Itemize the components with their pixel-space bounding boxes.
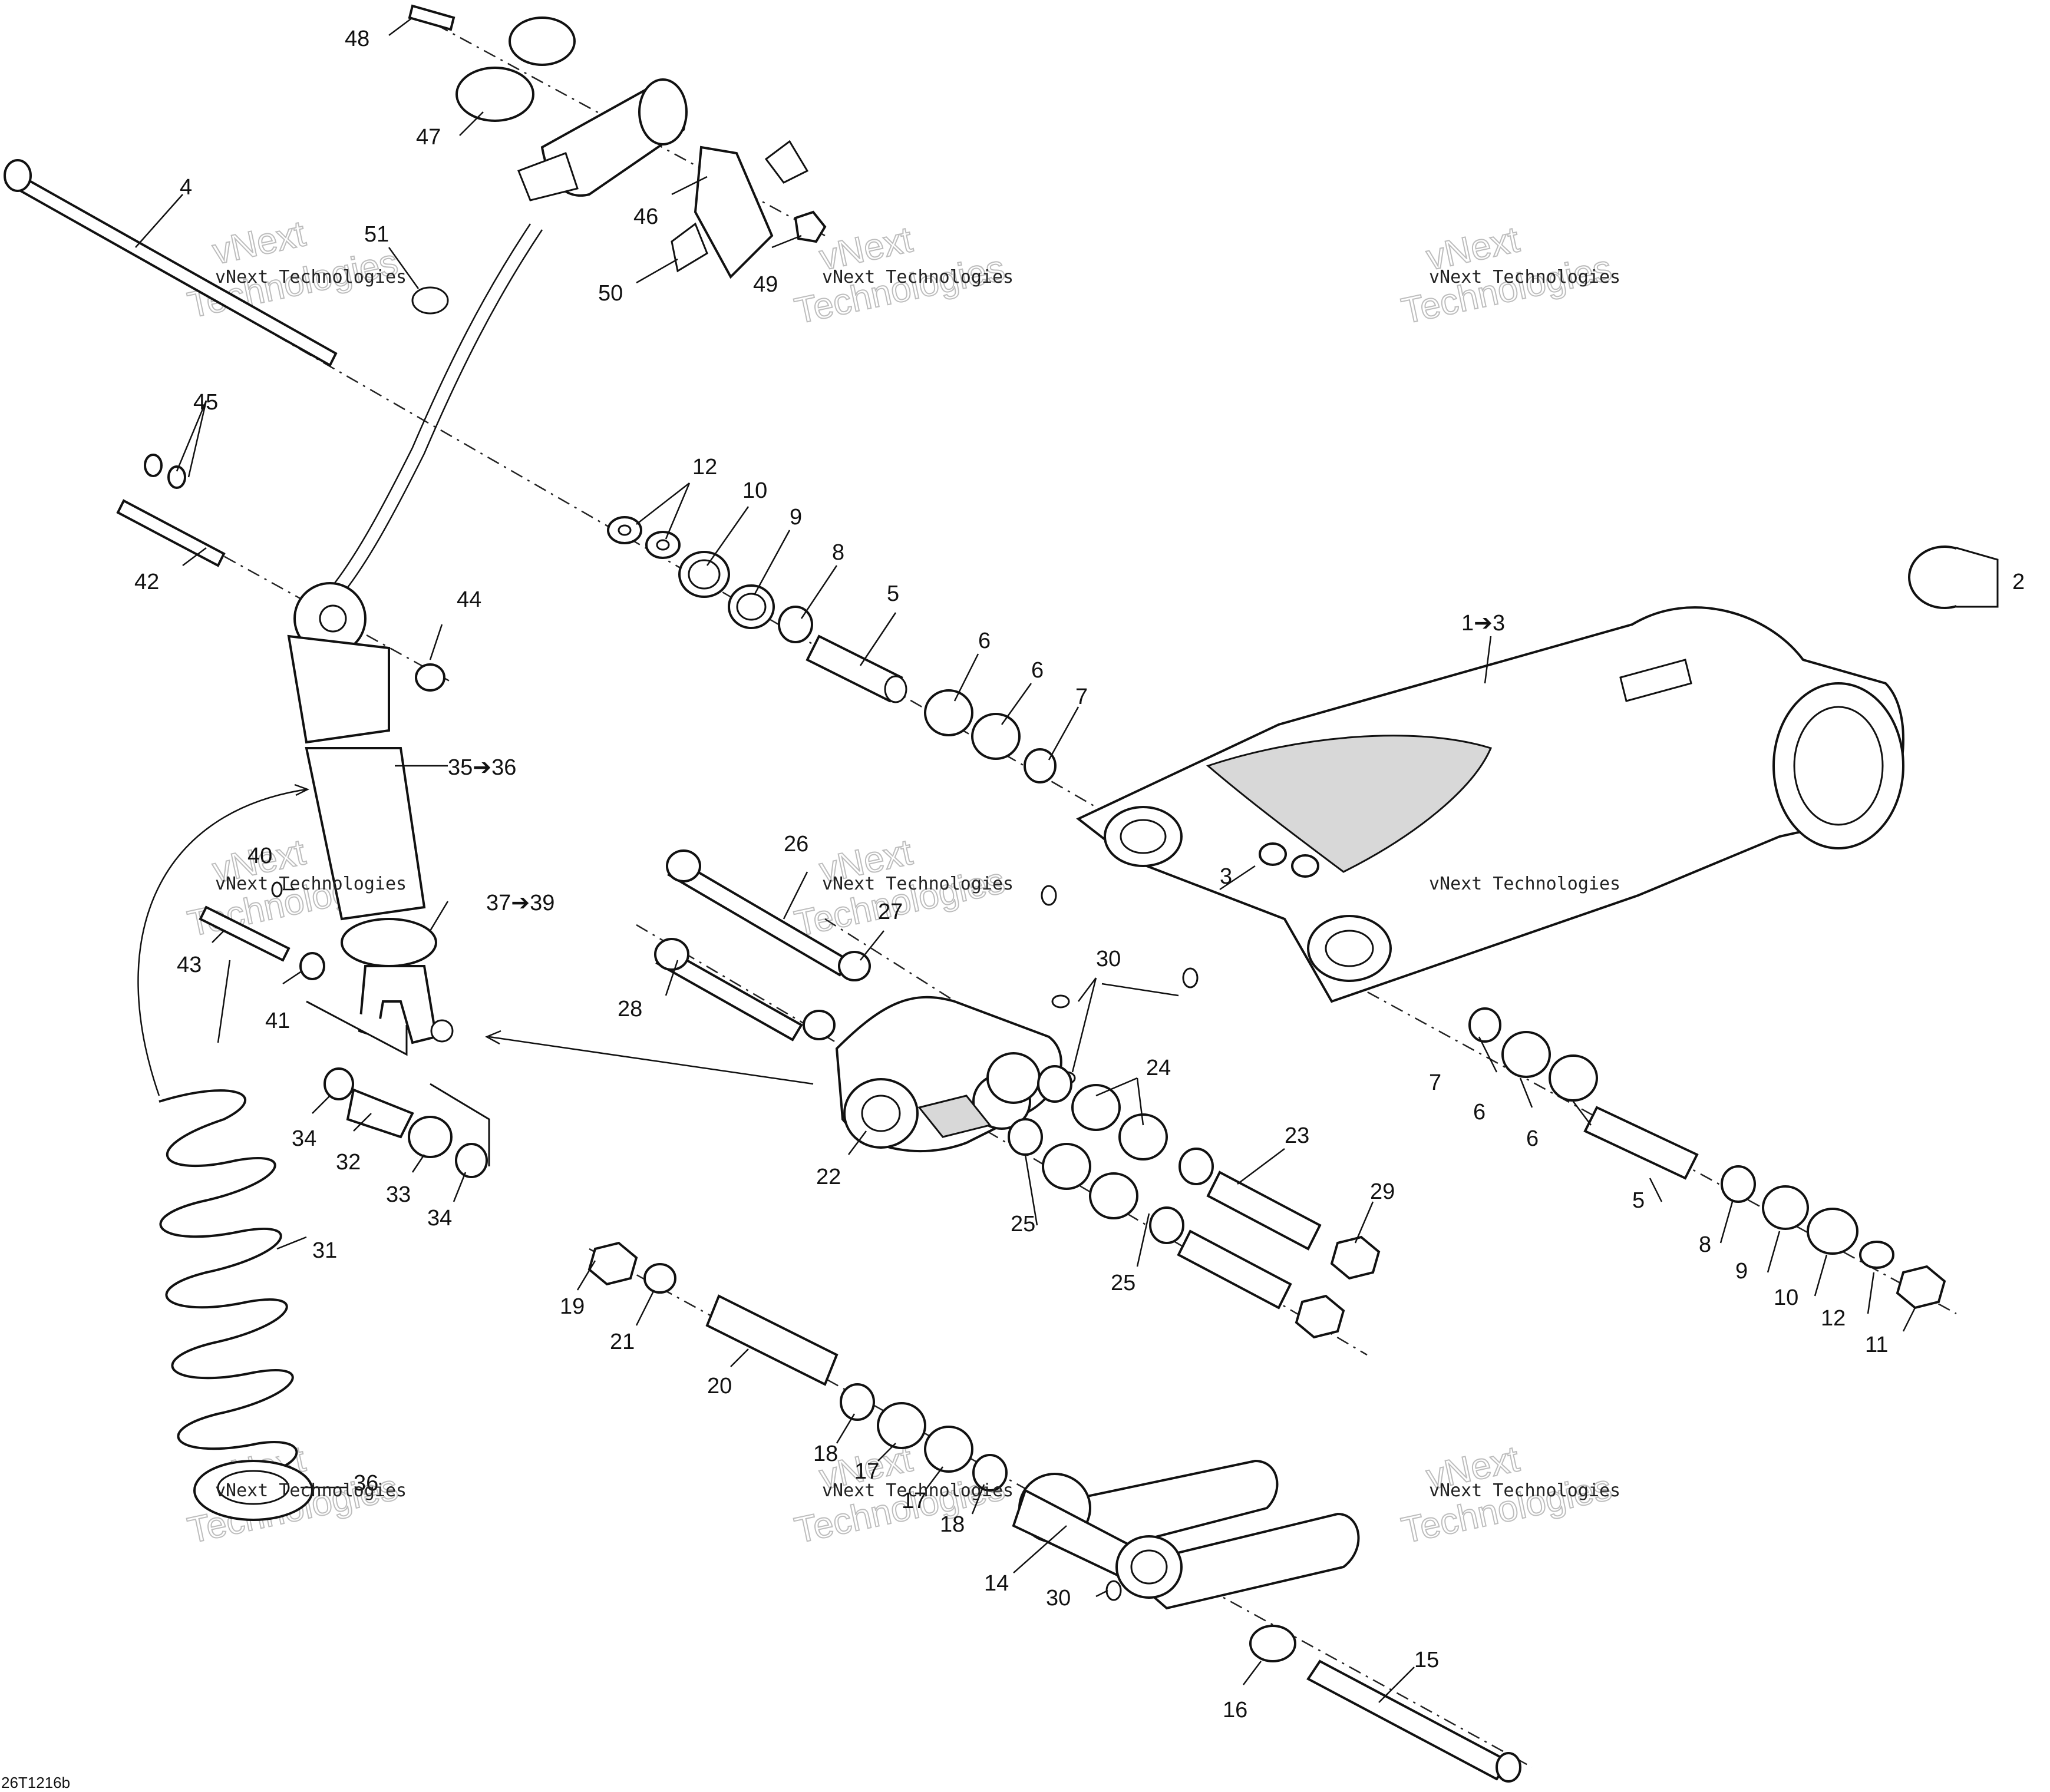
callout-17-a: 17 — [854, 1459, 879, 1484]
callout-30-lower: 30 — [1046, 1586, 1071, 1611]
watermark-small-7: vNext Technologies — [215, 1480, 407, 1501]
top-mount-parts — [408, 4, 827, 315]
callout-50: 50 — [598, 281, 623, 306]
callout-22: 22 — [816, 1165, 841, 1189]
callout-44: 44 — [457, 587, 481, 612]
callout-4: 4 — [180, 175, 192, 200]
callout-6-upper-b: 6 — [1031, 658, 1044, 683]
linkage-bearings — [1008, 1065, 1381, 1339]
callout-7-lower: 7 — [1429, 1070, 1441, 1095]
watermark-small-3: vNext Technologies — [1429, 267, 1620, 287]
watermark-small-5: vNext Technologies — [822, 874, 1014, 894]
callout-16: 16 — [1223, 1698, 1247, 1722]
callout-7-upper: 7 — [1075, 685, 1088, 709]
callout-31: 31 — [312, 1238, 337, 1263]
callout-2: 2 — [2012, 570, 2025, 594]
part-2-plug — [1908, 545, 1999, 609]
callout-20: 20 — [707, 1374, 732, 1398]
watermark-small-6: vNext Technologies — [1429, 874, 1620, 894]
callout-23: 23 — [1285, 1123, 1309, 1148]
callout-labels: 1➔3 2 3 4 5 5 6 6 6 6 7 7 8 8 9 9 10 10 … — [134, 27, 2025, 1722]
upper-pivot-hardware — [4, 159, 1057, 783]
callout-9-lower: 9 — [1735, 1259, 1748, 1284]
shock-mount-hardware — [116, 454, 445, 980]
callout-6-lower-a: 6 — [1473, 1100, 1485, 1125]
callout-36: 36 — [354, 1471, 378, 1496]
callout-14: 14 — [984, 1571, 1009, 1596]
lower-link-hardware — [587, 1241, 1521, 1783]
callout-10-lower: 10 — [1774, 1285, 1798, 1310]
callout-24: 24 — [1146, 1056, 1171, 1080]
callout-18-b: 18 — [940, 1512, 965, 1537]
callout-1-3: 1➔3 — [1461, 611, 1505, 636]
callout-45: 45 — [193, 390, 218, 415]
linkage-rocker — [835, 996, 1062, 1153]
callout-27: 27 — [878, 900, 903, 924]
spring-assembly-arrow — [137, 788, 307, 1096]
callout-49: 49 — [753, 272, 778, 297]
watermark-small-1: vNext Technologies — [215, 267, 407, 287]
callout-3: 3 — [1220, 864, 1232, 889]
callout-46: 46 — [633, 204, 658, 229]
callout-28: 28 — [618, 997, 642, 1021]
watermark-small-2: vNext Technologies — [822, 267, 1014, 287]
callout-12-upper: 12 — [692, 455, 717, 480]
right-pivot-hardware — [1468, 1007, 1946, 1310]
callout-42: 42 — [134, 570, 159, 594]
callout-48: 48 — [345, 27, 369, 51]
shock-spring — [159, 1089, 313, 1521]
linkage-direction-arrow — [488, 1036, 814, 1085]
callout-32: 32 — [336, 1150, 361, 1175]
callout-34-a: 34 — [292, 1126, 316, 1151]
callout-6-upper-a: 6 — [978, 629, 991, 653]
callout-25-b: 25 — [1111, 1271, 1135, 1295]
watermark-small-8: vNext Technologies — [822, 1480, 1014, 1501]
callout-35-36: 35➔36 — [448, 755, 516, 780]
callout-9-upper: 9 — [790, 505, 802, 530]
callout-26: 26 — [784, 832, 808, 857]
lower-link — [1012, 1459, 1360, 1610]
callout-41: 41 — [265, 1009, 290, 1033]
callout-17-b: 17 — [902, 1489, 926, 1513]
part-3-bumpers — [1259, 842, 1319, 878]
callout-34-b: 34 — [427, 1206, 452, 1231]
callout-leader-lines — [135, 17, 1916, 1703]
callout-10-upper: 10 — [742, 478, 767, 503]
callout-40: 40 — [247, 844, 272, 868]
callout-11: 11 — [1865, 1333, 1888, 1357]
callout-25-a: 25 — [1011, 1212, 1035, 1236]
callout-37-39: 37➔39 — [486, 891, 554, 915]
callout-8-lower: 8 — [1699, 1232, 1711, 1257]
swing-arm — [1076, 606, 1904, 1003]
shock-absorber — [287, 78, 688, 1044]
callout-6-lower-b: 6 — [1526, 1126, 1539, 1151]
shock-lower-bearings — [306, 1000, 490, 1178]
callout-33: 33 — [386, 1182, 411, 1207]
callout-5-lower: 5 — [1632, 1188, 1645, 1213]
watermark-small-group: vNext Technologies vNext Technologies vN… — [215, 267, 1620, 1501]
callout-43: 43 — [177, 953, 202, 977]
callout-21: 21 — [610, 1330, 635, 1354]
callout-15: 15 — [1414, 1648, 1439, 1672]
callout-30-upper: 30 — [1096, 947, 1121, 971]
callout-29: 29 — [1370, 1179, 1395, 1204]
callout-51: 51 — [364, 222, 389, 247]
callout-12-lower: 12 — [1821, 1306, 1846, 1331]
watermark-small-9: vNext Technologies — [1429, 1480, 1620, 1501]
drawing-code: 26T1216b — [1, 1774, 70, 1791]
callout-5-upper: 5 — [887, 581, 899, 606]
callout-18-a: 18 — [813, 1441, 838, 1466]
callout-8-upper: 8 — [832, 540, 844, 565]
callout-19: 19 — [560, 1294, 585, 1319]
watermark-small-4: vNext Technologies — [215, 874, 407, 894]
callout-47: 47 — [416, 125, 441, 150]
